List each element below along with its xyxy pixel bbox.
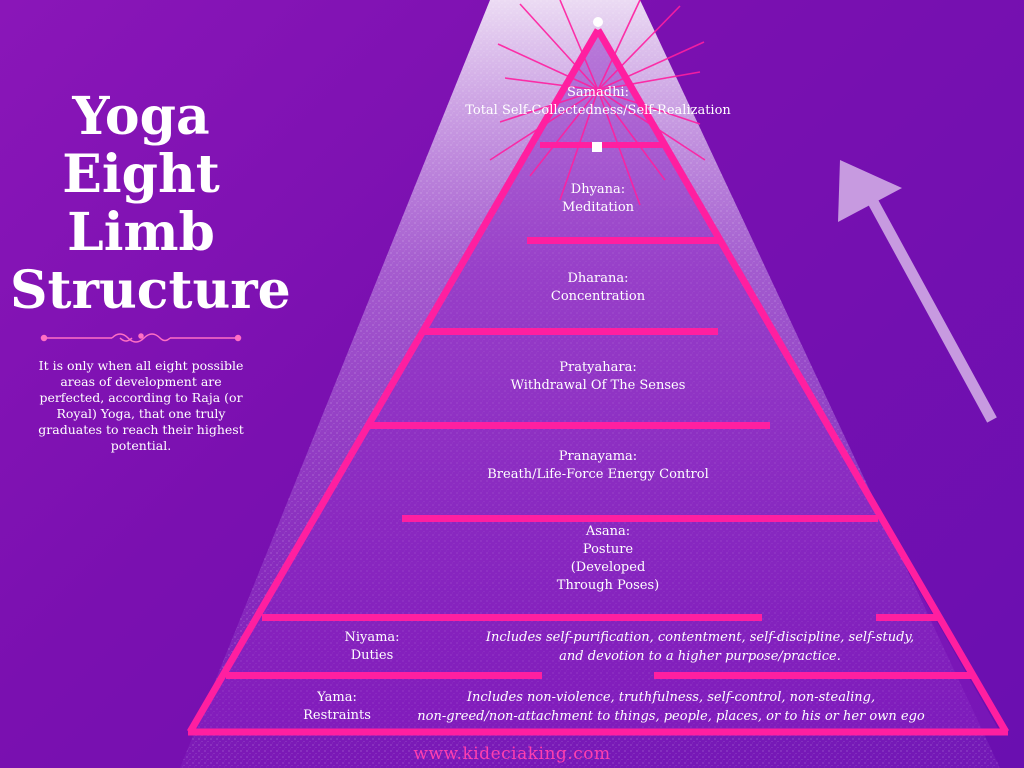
tier-bar-samadhi [540, 142, 666, 148]
limb-dhyana: Dhyana: Meditation [562, 181, 634, 217]
up-arrow-icon [838, 160, 997, 423]
limb-asana-line-3: Through Poses) [556, 578, 660, 593]
tier-bar-asana-right [876, 614, 938, 621]
limb-yama-detail-1: Includes non-violence, truthfulness, sel… [466, 690, 876, 705]
tier-bar-dhyana [527, 237, 720, 244]
limb-yama: Yama: Restraints [303, 689, 371, 725]
limb-samadhi: Samadhi: Total Self-Collectedness/Self-R… [465, 84, 731, 120]
apex-dot [593, 17, 603, 27]
limb-dharana: Dharana: Concentration [551, 270, 645, 306]
light-speckle [180, 0, 1000, 768]
limb-dharana-name: Dharana: [567, 271, 629, 286]
pyramid-body [190, 30, 1000, 732]
limb-asana-name: Asana: [585, 524, 631, 539]
limb-niyama-detail-2: and devotion to a higher purpose/practic… [559, 649, 841, 664]
title-line-2: Eight [62, 144, 220, 205]
limb-pratyahara: Pratyahara: Withdrawal Of The Senses [511, 359, 686, 395]
limb-pranayama-meaning: Breath/Life-Force Energy Control [487, 467, 709, 482]
limb-asana: Asana: Posture (Developed Through Poses) [557, 523, 659, 595]
limb-dhyana-meaning: Meditation [561, 200, 635, 215]
ornament-divider [40, 333, 242, 343]
description-text: It is only when all eight possible areas… [38, 358, 244, 453]
tier-bar-pranayama [402, 515, 878, 522]
tier-bars [226, 142, 972, 679]
limb-niyama-name: Niyama: [344, 630, 400, 645]
tier-bar-pratyahara [370, 422, 770, 429]
limb-niyama: Niyama: Duties [344, 629, 399, 665]
limb-yama-name: Yama: [317, 690, 357, 705]
tier-bar-asana-left [262, 614, 762, 621]
limb-asana-line-1: Posture [582, 542, 634, 557]
limb-yama-meaning: Restraints [303, 708, 371, 723]
limb-pratyahara-name: Pratyahara: [559, 360, 637, 375]
apex-square [592, 142, 602, 152]
page-title: Yoga Eight Limb Structure [10, 86, 291, 321]
title-line-4: Structure [10, 260, 291, 321]
limb-pranayama-name: Pranayama: [558, 449, 638, 464]
limb-yama-detail: Includes non-violence, truthfulness, sel… [417, 688, 924, 726]
limb-yama-detail-2: non-greed/non-attachment to things, peop… [417, 709, 925, 724]
limb-niyama-detail-1: Includes self-purification, contentment,… [485, 630, 915, 645]
limb-dhyana-name: Dhyana: [570, 182, 626, 197]
limb-pratyahara-meaning: Withdrawal Of The Senses [510, 378, 686, 393]
limb-dharana-meaning: Concentration [550, 289, 646, 304]
title-line-1: Yoga [72, 86, 210, 147]
left-panel: Yoga Eight Limb Structure It is only whe… [0, 0, 291, 768]
website-footer: www.kideciaking.com [413, 744, 611, 764]
limb-samadhi-meaning: Total Self-Collectedness/Self-Realizatio… [465, 103, 731, 118]
tier-bar-niyama-left [226, 672, 542, 679]
tier-bar-dharana [424, 328, 718, 335]
tier-bar-niyama-right [654, 672, 972, 679]
title-line-3: Limb [67, 202, 215, 263]
limb-asana-line-2: (Developed [570, 560, 646, 575]
limb-pranayama: Pranayama: Breath/Life-Force Energy Cont… [487, 448, 708, 484]
limb-samadhi-name: Samadhi: [567, 85, 629, 100]
limb-niyama-meaning: Duties [350, 648, 394, 663]
limb-niyama-detail: Includes self-purification, contentment,… [486, 628, 914, 666]
